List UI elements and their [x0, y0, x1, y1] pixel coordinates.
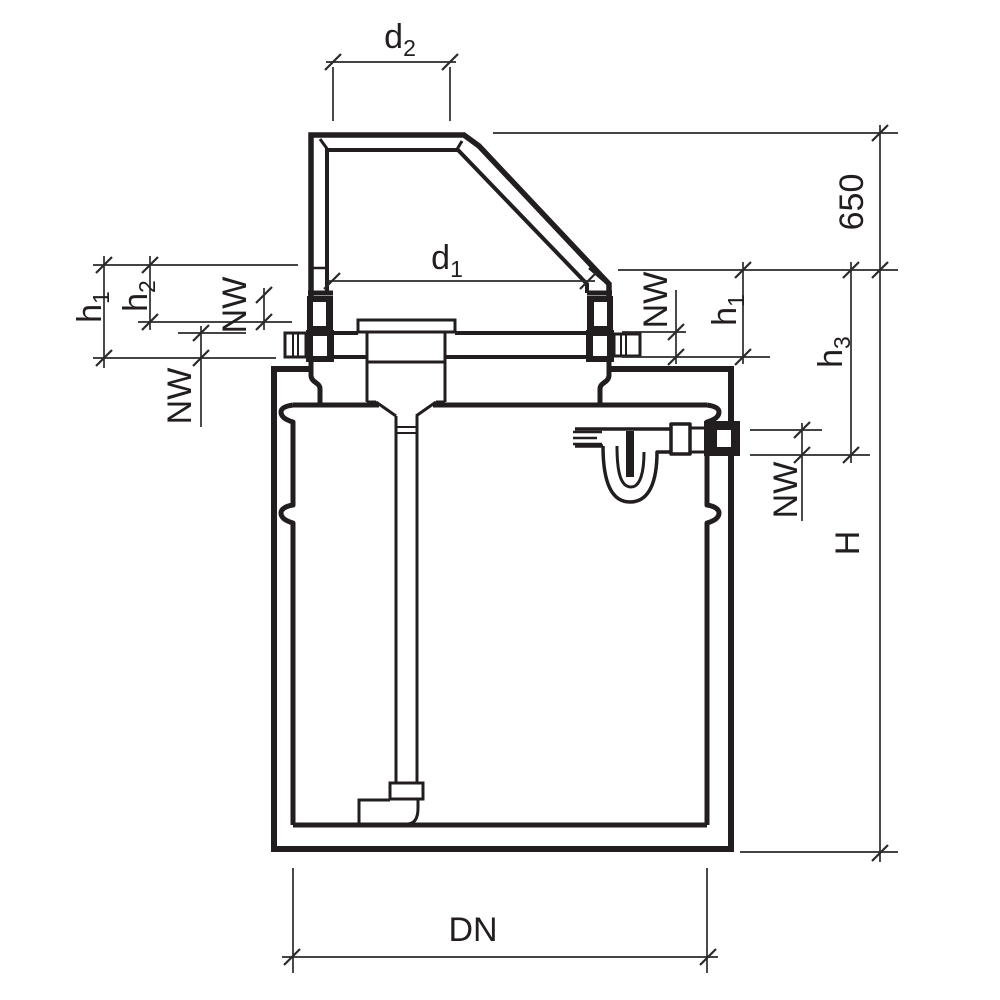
dim-label-h3: h3 — [812, 336, 855, 368]
siphon-fitting-large — [669, 422, 692, 456]
dome-outer-contour — [308, 132, 612, 362]
basket-walls — [365, 332, 447, 402]
seal-left-shelf-core — [313, 336, 327, 356]
inlet-downpipe — [394, 416, 419, 783]
dim-label-d1: d1 — [431, 239, 463, 282]
filter-basket-assembly — [356, 318, 457, 826]
dim-label-DN: DN — [448, 911, 497, 949]
siphon-fitting-small — [688, 426, 708, 454]
siphon-pipe-break-hatch — [573, 430, 602, 446]
dim-label-nw-right-upper: NW — [637, 272, 675, 329]
siphon-wall-seal — [704, 421, 740, 456]
dome-telescope-seams — [312, 266, 605, 282]
tank-dome-collar-left — [308, 362, 323, 405]
downpipe-joint-lines — [396, 426, 417, 434]
dim-line-dn — [282, 868, 718, 973]
outlet-elbow — [357, 798, 420, 826]
downpipe-socket — [388, 781, 425, 801]
telescopic-dome — [308, 132, 612, 362]
tank-inner-wall-left — [278, 402, 296, 825]
dim-label-650: 650 — [833, 174, 871, 231]
tank-inner-liner — [278, 362, 722, 828]
dimension-labels: d2 d1 h1 h2 NW NW NW h1 h3 650 NW H DN — [71, 18, 871, 949]
inlet-stub-left-rings — [292, 334, 299, 356]
siphon-u-bend-outer — [601, 445, 671, 504]
ext-lines-left — [93, 264, 298, 359]
seal-left-upper-core — [313, 302, 326, 326]
seal-right-upper-core — [594, 302, 607, 326]
dome-shelf-lines — [334, 331, 586, 359]
tank-inner-wall-right — [704, 402, 722, 825]
siphon-u-bend-inner — [615, 445, 646, 489]
dim-label-H: H — [829, 531, 867, 556]
dim-label-d2: d2 — [384, 18, 416, 61]
ext-lines-right — [493, 132, 898, 853]
dim-label-h1-right: h1 — [706, 294, 749, 326]
dim-label-nw-left-lower: NW — [161, 368, 199, 425]
inlet-stub-left — [283, 331, 308, 359]
tank-outer-outline — [271, 366, 734, 852]
overflow-siphon — [573, 422, 708, 504]
dim-label-h1-left: h1 — [71, 291, 114, 323]
pipe-stubs — [283, 331, 642, 359]
basket-cover-plate — [356, 318, 457, 334]
seal-right-shelf-core — [593, 336, 607, 356]
dim-label-nw-right-lower: NW — [767, 462, 805, 519]
dome-seal-couplings — [306, 296, 614, 362]
tank-outer-shell — [271, 366, 734, 852]
siphon-seal-core — [717, 430, 731, 447]
dimension-tick-marks — [95, 53, 889, 966]
outlet-stub-right-rings — [620, 335, 627, 355]
dome-lid-notches — [318, 138, 464, 152]
dim-label-h2-left: h2 — [117, 280, 160, 312]
dim-label-nw-left-upper: NW — [216, 277, 254, 334]
basket-funnel — [375, 400, 437, 418]
dim-line-d2 — [326, 61, 456, 121]
tank-dome-collar-right — [597, 362, 612, 405]
outlet-stub-right — [612, 332, 642, 358]
